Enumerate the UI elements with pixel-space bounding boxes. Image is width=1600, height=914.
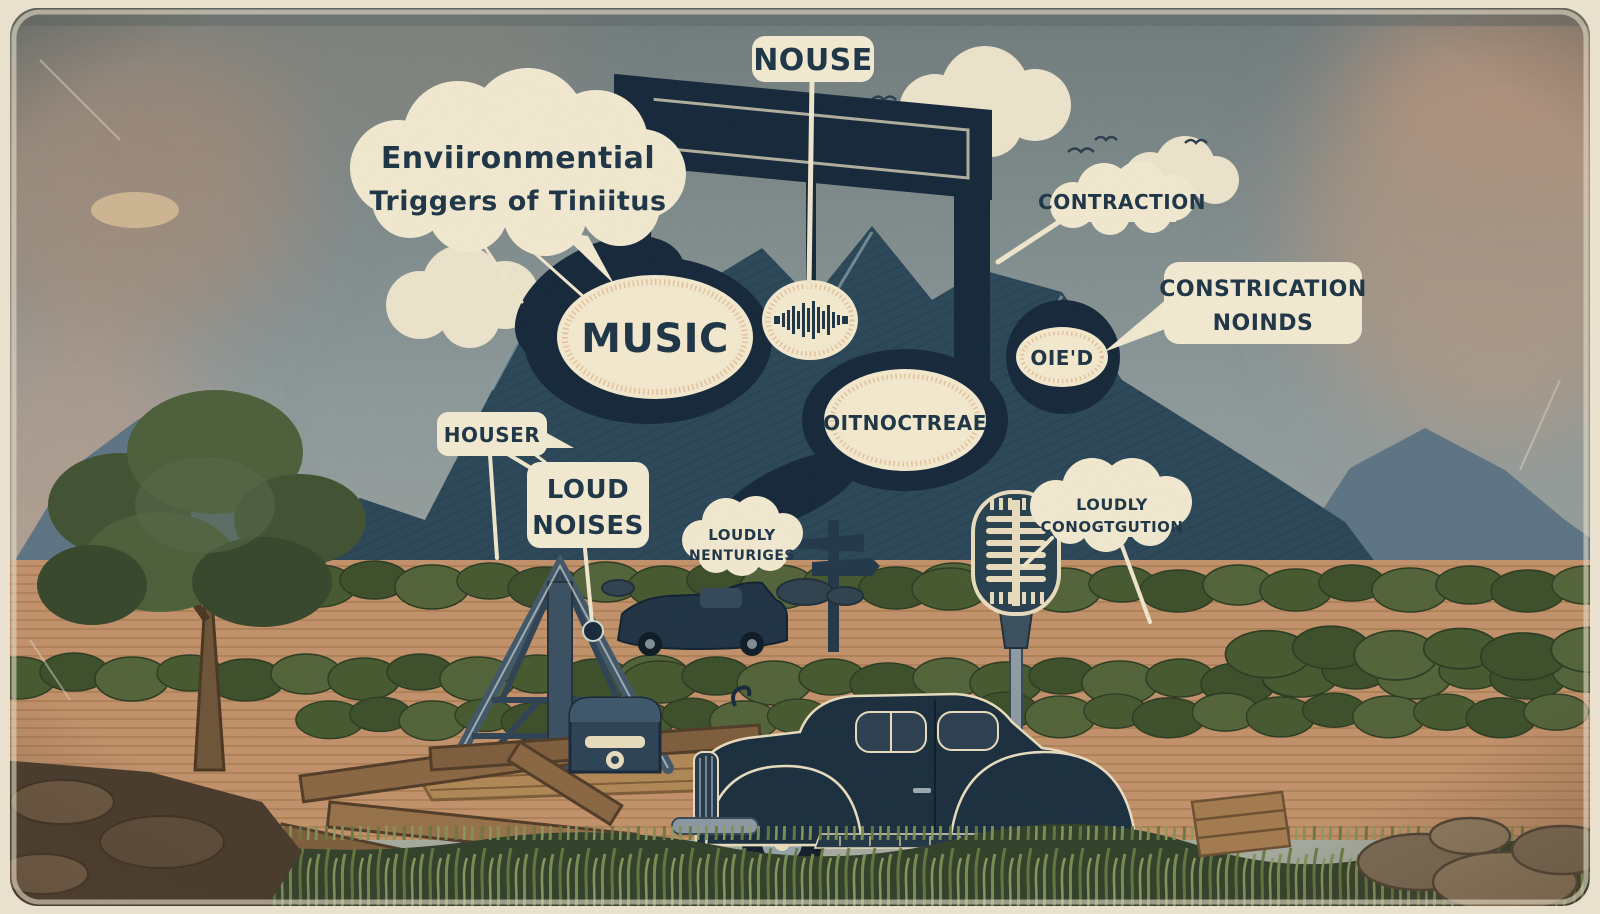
worn-frame-edge [11,9,1589,905]
scratches [29,59,1561,701]
